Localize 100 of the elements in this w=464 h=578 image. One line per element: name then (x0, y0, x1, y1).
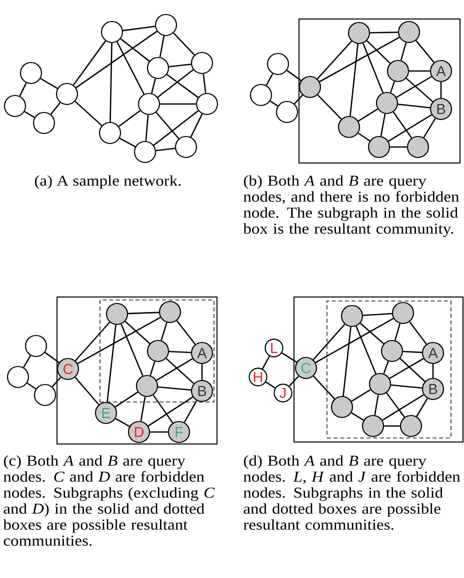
edge-line (110, 43, 112, 122)
edge-line (384, 425, 400, 427)
edge-line (74, 376, 100, 406)
edge-line (266, 381, 276, 388)
dashed-box (326, 300, 452, 439)
graph-node: A (190, 342, 214, 364)
edge-line (176, 320, 196, 345)
edge-line (160, 322, 168, 341)
edge-line (406, 78, 434, 102)
edge-line (370, 32, 398, 34)
edge-line (160, 103, 196, 105)
graph-node (20, 62, 42, 84)
edge-line (40, 78, 58, 89)
graph-node (276, 100, 298, 124)
edge-line (319, 36, 400, 82)
graph-node (154, 14, 178, 36)
graph-node (330, 396, 354, 418)
edge-line (360, 322, 384, 344)
solid-box (294, 296, 464, 442)
edge-line (282, 352, 297, 363)
edge-line (44, 352, 60, 364)
graph-node (348, 22, 370, 44)
graph-node: C (294, 356, 318, 380)
edge-line (24, 111, 35, 118)
edge-line (19, 82, 27, 96)
edge-line (262, 356, 270, 370)
edge-line (159, 36, 165, 58)
edge-line (416, 40, 434, 63)
graph-node: F (168, 420, 190, 444)
graph-node: E (94, 402, 118, 424)
edge-line (358, 132, 370, 142)
edge-line (362, 43, 384, 93)
graph-node: A (430, 60, 452, 82)
edge-line (432, 364, 434, 378)
caption: (c) Both A and B are query nodes. C and D are forbidden nodes. Subgraphs (excluding C and D) in the solid and dotted boxes are possible resultant communities. (3, 455, 215, 546)
edge-line (358, 108, 378, 122)
graph-node: B (430, 98, 452, 120)
edge-line (394, 323, 401, 341)
caption: (b) Both A and B are query nodes, and there is no forbidden node. The subgraph in the solid box is the resultant community. (243, 175, 460, 237)
edge-line (151, 78, 156, 94)
edge-line (148, 396, 194, 427)
edge-line (286, 70, 302, 82)
graph-node (400, 414, 422, 438)
edge-line (166, 74, 198, 98)
edge-line (50, 102, 61, 115)
graph-node (386, 60, 410, 82)
solid-box (56, 296, 218, 444)
graph-node (406, 136, 430, 158)
graph-node (196, 92, 218, 116)
edge-line (409, 321, 427, 345)
graph-node: A (422, 342, 444, 364)
graph-node (106, 302, 128, 326)
edge-line (77, 316, 161, 364)
edge-line (350, 44, 358, 116)
graph-node (376, 92, 398, 114)
graph-node (158, 300, 182, 324)
edge-line (120, 38, 150, 62)
edge-line (342, 326, 352, 396)
edge-line (74, 100, 102, 126)
graph-node (100, 20, 124, 44)
edge-line (380, 114, 386, 136)
edge-line (128, 312, 159, 314)
edge-line (22, 355, 32, 368)
edge-line (122, 26, 156, 32)
edge-line (106, 324, 116, 402)
graph-node (146, 340, 170, 362)
graph-node (34, 384, 56, 406)
graph-node (134, 140, 156, 164)
graph-node (98, 122, 122, 144)
edge-line (124, 320, 150, 344)
edge-line (72, 40, 106, 86)
edge-line (317, 94, 342, 120)
graph-node (338, 116, 360, 138)
edge-line (184, 400, 198, 423)
graph-node (362, 414, 384, 438)
edge-line (266, 73, 274, 86)
edge-line (356, 326, 376, 374)
edge-line (363, 313, 392, 316)
edge-line (150, 361, 156, 376)
edge-line (150, 431, 168, 433)
edge-line (383, 361, 389, 374)
edge-line (201, 364, 203, 380)
edge-line (398, 104, 430, 108)
graph-node (250, 84, 272, 106)
edge-line (153, 110, 199, 146)
graph-node: B (190, 380, 214, 402)
edge-line (392, 112, 412, 138)
edge-line (315, 318, 394, 364)
edge-line (423, 118, 436, 138)
graph-node: L (264, 338, 284, 358)
edge-line (114, 392, 138, 408)
graph-node (136, 374, 158, 398)
edge-line (145, 114, 149, 142)
edge-line (416, 398, 428, 417)
dashed-box (99, 299, 215, 403)
edge-line (386, 392, 405, 418)
edge-line (440, 82, 442, 98)
edge-line (116, 42, 145, 94)
graph-node (138, 92, 160, 116)
graph-node (368, 372, 392, 396)
